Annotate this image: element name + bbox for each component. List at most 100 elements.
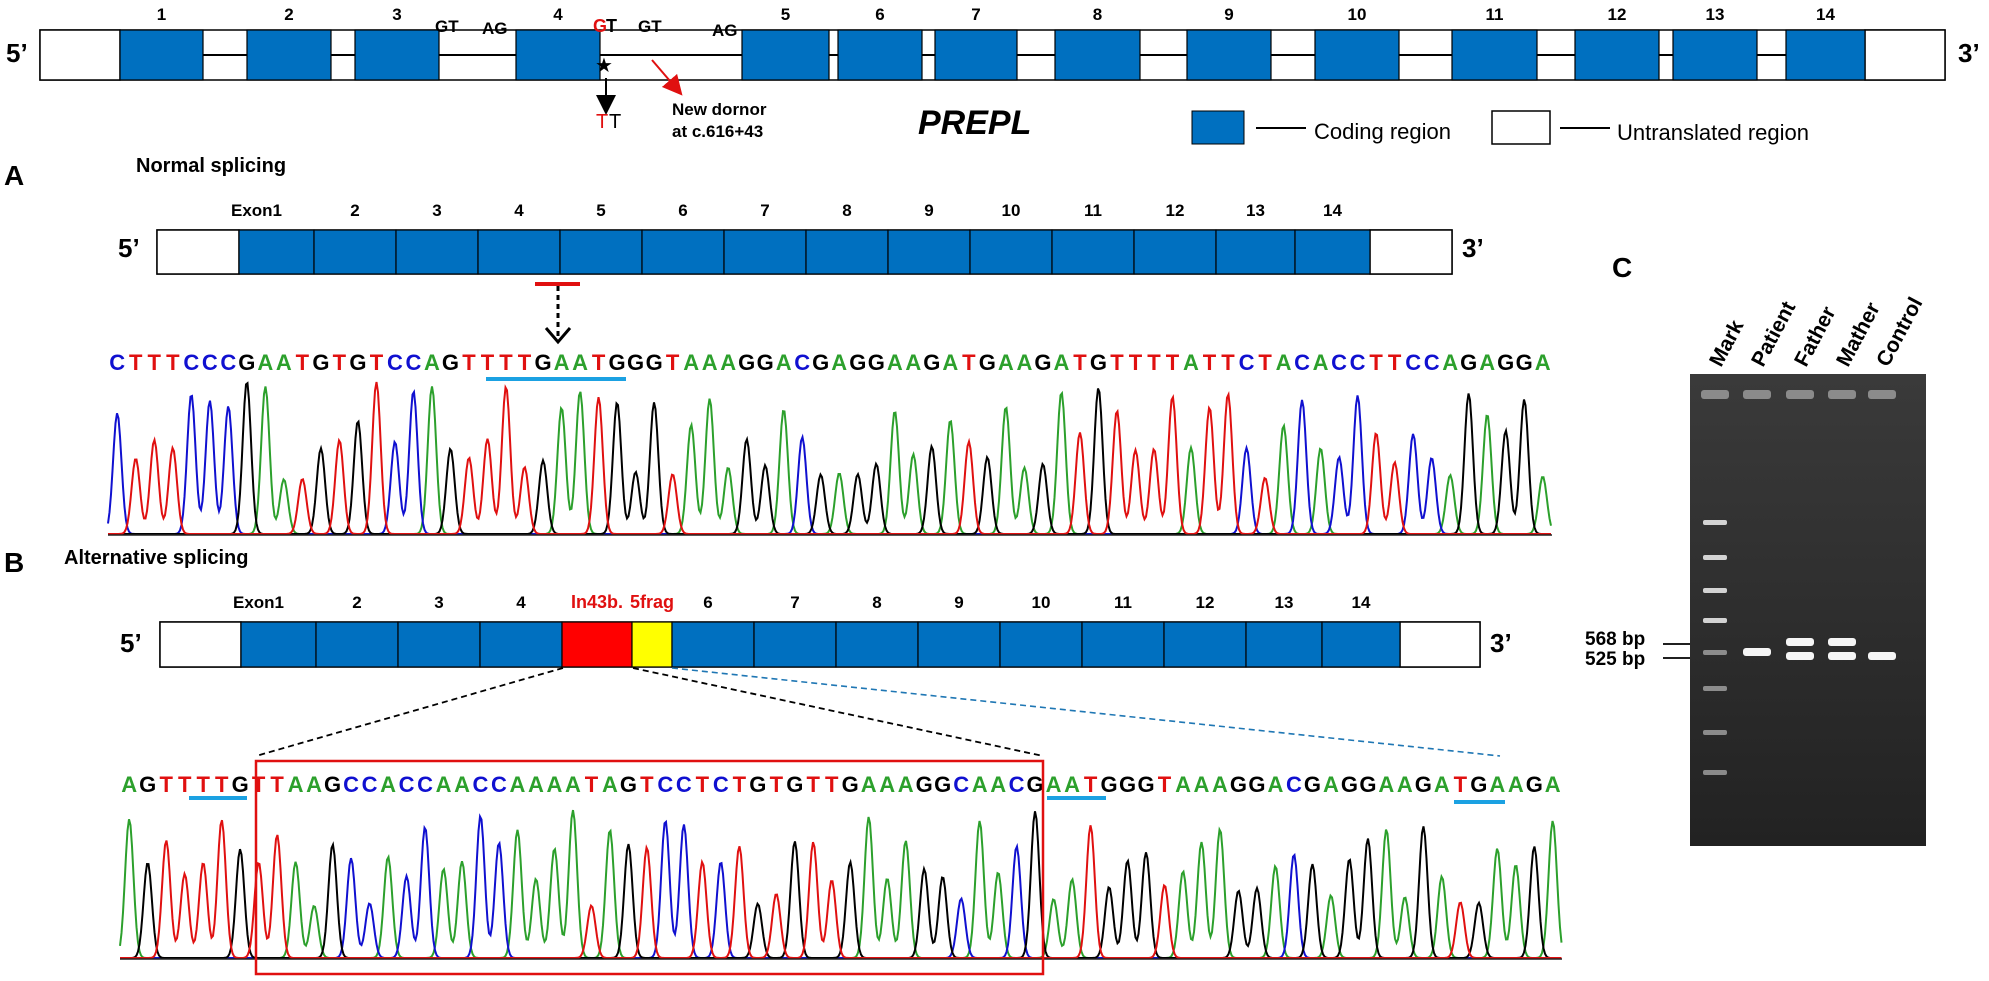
sequence-base: A — [276, 350, 292, 375]
sequence-base: A — [1545, 772, 1561, 797]
sequence-base: T — [270, 772, 284, 797]
sequence-base: T — [333, 350, 347, 375]
sequence-base: T — [148, 350, 162, 375]
sequence-base: C — [1331, 350, 1347, 375]
transcript-b-exon-label: 5frag — [630, 592, 674, 612]
sequence-base: A — [1489, 772, 1505, 797]
transcript-a-exon-5 — [559, 229, 643, 275]
transcript-a-exon-label: 6 — [678, 201, 687, 220]
inserted-sequence-box — [254, 759, 1045, 976]
transcript-b-exon-14 — [1245, 621, 1323, 668]
sequence-base: A — [547, 772, 563, 797]
sequence-base: G — [609, 350, 626, 375]
sequence-base: T — [499, 350, 513, 375]
sequence-base: C — [953, 772, 969, 797]
sequence-base: G — [757, 350, 774, 375]
gene-exon-1 — [119, 29, 204, 81]
sequence-base: C — [473, 772, 489, 797]
sequence-base: A — [1212, 772, 1228, 797]
gel-well — [1828, 390, 1856, 399]
sequence-base: T — [1110, 350, 1124, 375]
transcript-b-exon-label: In43b. — [571, 592, 623, 612]
sequence-base: A — [1183, 350, 1199, 375]
sequence-base: G — [1460, 350, 1477, 375]
sequence-base: A — [702, 350, 718, 375]
gene-ag-right: AG — [712, 21, 738, 40]
sequence-base: G — [738, 350, 755, 375]
zoom-line-right — [632, 667, 1044, 757]
band-label-525: 525 bp — [1585, 649, 1645, 670]
chromatogram-a — [107, 381, 1552, 536]
gene-exon-label: 13 — [1706, 5, 1725, 24]
sequence-base: T — [178, 772, 192, 797]
transcript-b-exon-label: 9 — [954, 593, 963, 612]
sequence-base: T — [518, 350, 532, 375]
sequence-base: G — [1359, 772, 1376, 797]
sequence-base: A — [972, 772, 988, 797]
gel-well — [1786, 390, 1814, 399]
transcript-a-exon-label: 11 — [1084, 201, 1102, 220]
transcript-a-exon-label: Exon1 — [231, 201, 282, 220]
transcript-a-utr-5 — [156, 229, 240, 275]
sequence-base: C — [399, 772, 415, 797]
sequence-base: T — [1073, 350, 1087, 375]
chromatogram-b — [119, 809, 1563, 960]
transcript-b-exon-label: 7 — [790, 593, 799, 612]
transcript-b-exon-11 — [999, 621, 1083, 668]
transcript-a-exon-label: 9 — [924, 201, 933, 220]
sequence-base: A — [565, 772, 581, 797]
transcript-b-exon-label: 12 — [1196, 593, 1215, 612]
gene-exon-12 — [1574, 29, 1660, 81]
zoom-line-left — [255, 667, 564, 757]
gel-band — [1828, 638, 1856, 646]
sequence-base: A — [776, 350, 792, 375]
gene-exon-label: 3 — [392, 5, 401, 24]
sequence-base: G — [934, 772, 951, 797]
ladder-band — [1703, 730, 1727, 735]
transcript-b-five-prime: 5’ — [120, 628, 142, 658]
gene-exon-label: 10 — [1348, 5, 1367, 24]
sequence-base: G — [442, 350, 459, 375]
sequence-base: T — [770, 772, 784, 797]
sequence-base: T — [640, 772, 654, 797]
sequence-base: A — [306, 772, 322, 797]
sequence-base: A — [861, 772, 877, 797]
gel-well — [1868, 390, 1896, 399]
gene-exon-label: 8 — [1093, 5, 1102, 24]
gene-gt-right: GT — [638, 17, 662, 36]
sequence-base: T — [1084, 772, 1098, 797]
sequence-base: G — [620, 772, 637, 797]
transcript-a-five-prime: 5’ — [118, 233, 140, 263]
transcript-a-exon-12 — [1133, 229, 1217, 275]
gene-exon-14 — [1785, 29, 1866, 81]
sequence-base: T — [585, 772, 599, 797]
sequence-base: T — [1203, 350, 1217, 375]
gene-donor-g: G — [593, 16, 607, 36]
sequence-base: A — [1046, 772, 1062, 797]
sequence-base: C — [1350, 350, 1366, 375]
gene-utr-5 — [39, 29, 121, 81]
transcript-a-utr-3 — [1369, 229, 1453, 275]
zoom-line-blue — [671, 667, 1501, 757]
sequence-base: C — [657, 772, 673, 797]
sequence-base: T — [129, 350, 143, 375]
transcript-a-exon-10 — [969, 229, 1053, 275]
sequence-base: A — [1378, 772, 1394, 797]
sequence-base: A — [1434, 772, 1450, 797]
sequence-base: G — [324, 772, 341, 797]
sequence-base: A — [1442, 350, 1458, 375]
transcript-a-exon-13 — [1215, 229, 1296, 275]
gene-exon-label: 5 — [781, 5, 790, 24]
gene-exon-9 — [1186, 29, 1272, 81]
transcript-a-exon-2 — [313, 229, 397, 275]
sequence-base: G — [139, 772, 156, 797]
sequence-base: G — [868, 350, 885, 375]
sequence-base: C — [713, 772, 729, 797]
sequence-base: T — [1388, 350, 1402, 375]
trace-T — [108, 381, 1551, 535]
